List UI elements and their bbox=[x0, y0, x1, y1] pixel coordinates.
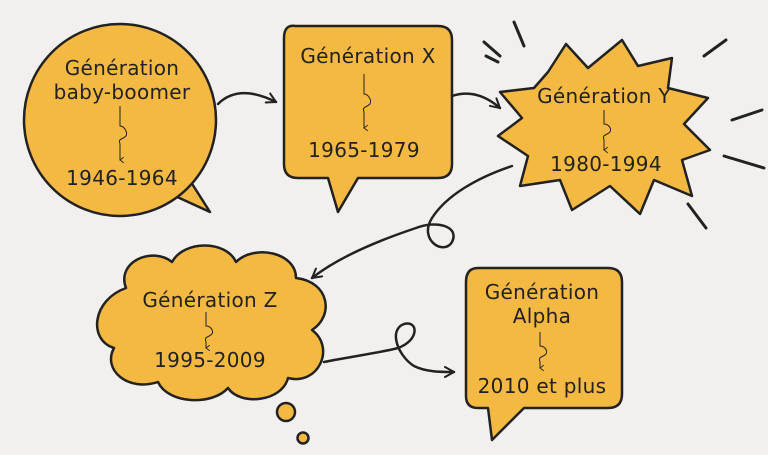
gen-z-years: 1995-2009 bbox=[154, 348, 266, 372]
inner-arrow-gen-z bbox=[205, 312, 213, 352]
gen-y-years: 1980-1994 bbox=[550, 152, 662, 176]
gen-x-years: 1965-1979 bbox=[308, 138, 420, 162]
inner-arrow-gen-x bbox=[363, 74, 371, 132]
arrow-z-to-alpha bbox=[322, 322, 456, 378]
inner-arrow-gen-alpha bbox=[539, 332, 547, 372]
gen-y-name: Génération Y bbox=[537, 84, 671, 108]
inner-arrow-boomer bbox=[119, 106, 127, 164]
arrow-y-to-z bbox=[310, 164, 514, 280]
boomer-years: 1946-1964 bbox=[66, 166, 178, 190]
bubble-gen-y bbox=[482, 20, 766, 230]
arrow-boomer-to-x bbox=[216, 92, 278, 106]
gen-z-name: Génération Z bbox=[142, 288, 278, 312]
boomer-name: Génération baby-boomer bbox=[53, 56, 191, 104]
gen-x-name: Génération X bbox=[300, 44, 436, 68]
bubble-gen-z bbox=[95, 244, 327, 445]
bubble-gen-x bbox=[282, 24, 454, 214]
gen-alpha-name: Génération Alpha bbox=[484, 280, 600, 328]
bubble-gen-alpha bbox=[464, 266, 624, 442]
arrow-x-to-y bbox=[450, 92, 502, 110]
inner-arrow-gen-y bbox=[603, 110, 611, 154]
gen-alpha-years: 2010 et plus bbox=[477, 374, 607, 398]
